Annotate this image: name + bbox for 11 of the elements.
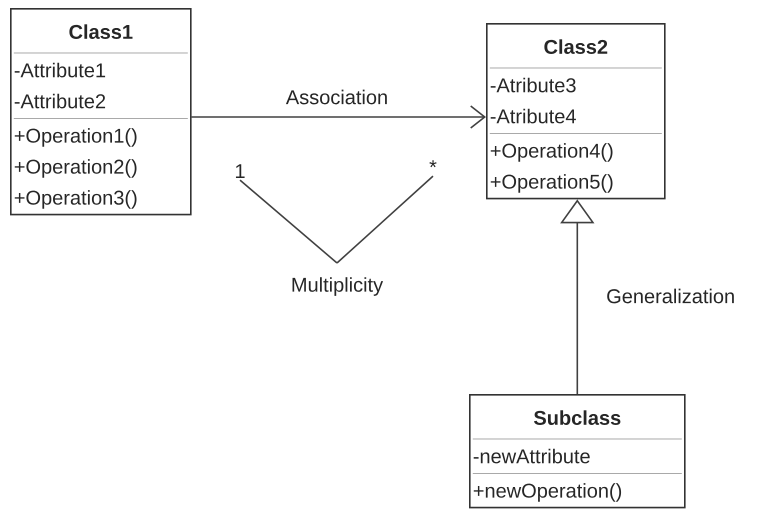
multiplicity-value: 1 <box>236 164 245 178</box>
multiplicity-label: Multiplicity <box>292 277 384 296</box>
leader-line <box>336 176 434 264</box>
multiplicity-value: * <box>429 160 437 168</box>
edge-label: Association <box>286 90 387 104</box>
association-arrow <box>192 105 486 129</box>
class-box: Class2 -Atribute3 -Atribute4 +Operation4() +Operation5() <box>486 23 666 200</box>
edge-label: Generalization <box>607 288 734 304</box>
leader-line <box>239 180 338 264</box>
class-box: Subclass -newAttribute +newOperation() <box>469 394 686 508</box>
class-box: Class1 -Attribute1 -Attribute2 +Operation1() +Operation2() +Operation3() <box>10 8 192 216</box>
